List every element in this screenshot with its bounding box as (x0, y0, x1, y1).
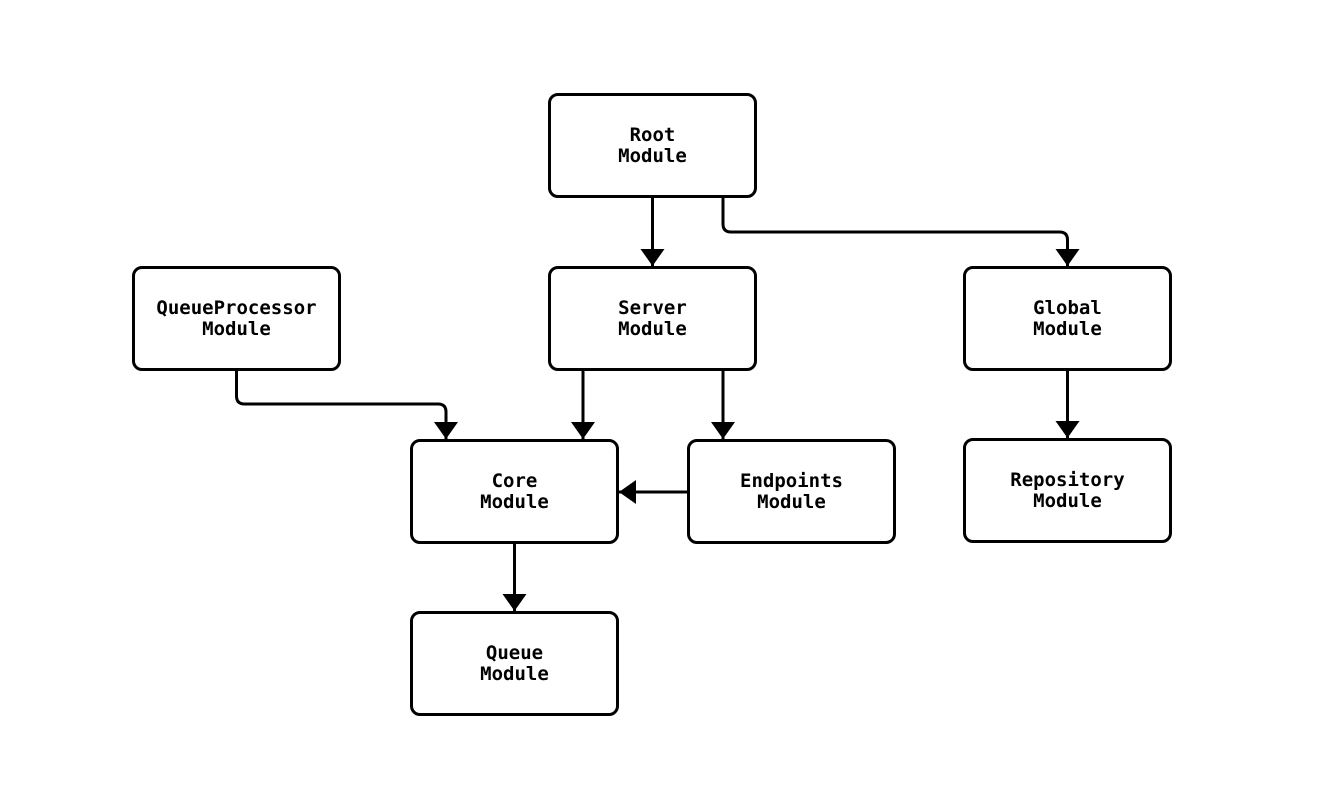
node-core-module: Core Module (410, 439, 619, 544)
node-queueprocessor-module: QueueProcessor Module (132, 266, 341, 371)
node-queue-module-label: Queue Module (480, 641, 549, 685)
node-core-module-label: Core Module (480, 469, 549, 513)
node-queueprocessor-module-label: QueueProcessor Module (156, 296, 317, 340)
edge-queueprocessor-to-core (235, 371, 458, 439)
node-endpoints-module: Endpoints Module (687, 439, 896, 544)
node-server-module-label: Server Module (618, 296, 687, 340)
node-global-module-label: Global Module (1033, 296, 1102, 340)
edge-root-to-global (721, 198, 1080, 266)
node-root-module: Root Module (548, 93, 757, 198)
node-server-module: Server Module (548, 266, 757, 371)
node-global-module: Global Module (963, 266, 1172, 371)
node-repository-module-label: Repository Module (1010, 468, 1125, 512)
node-root-module-label: Root Module (618, 123, 687, 167)
node-repository-module: Repository Module (963, 438, 1172, 543)
node-queue-module: Queue Module (410, 611, 619, 716)
node-endpoints-module-label: Endpoints Module (740, 469, 843, 513)
